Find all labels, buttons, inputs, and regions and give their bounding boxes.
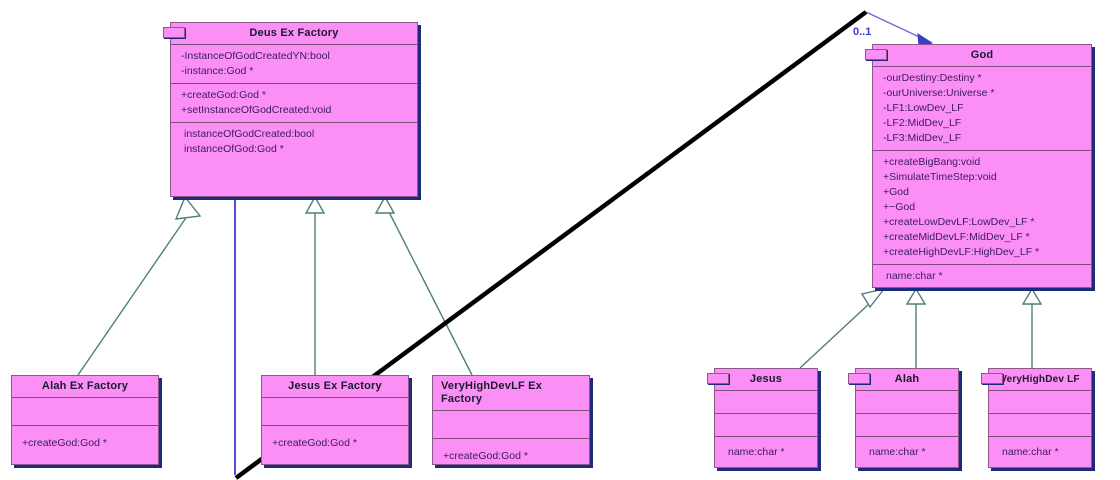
class-member-row: name:char * [886,270,943,282]
multiplicity-label-0-1: 0..1 [853,26,872,38]
class-section-operations: +createGod:God * [262,425,408,455]
class-member-row: name:char * [869,446,926,458]
class-section-operations: +createGod:God * [12,425,158,455]
class-title-god: God [970,49,994,61]
edge-veryhighdev-lf-to-god [1021,287,1043,368]
class-tab-icon [163,27,185,38]
class-member-row: +createMidDevLF:MidDev_LF * [883,231,1030,243]
class-section-operations: +createGod:God * +setInstanceOfGodCreate… [171,83,417,122]
uml-class-jesus-ex-factory[interactable]: Jesus Ex Factory +createGod:God * [261,375,409,465]
uml-class-alah-ex-factory[interactable]: Alah Ex Factory +createGod:God * [11,375,159,465]
class-member-row: -InstanceOfGodCreatedYN:bool [181,50,330,62]
class-member-row: +~God [883,201,916,213]
class-member-row: instanceOfGodCreated:bool [184,128,315,140]
class-member-row: +setInstanceOfGodCreated:void [181,104,332,116]
class-section-attributes [989,390,1091,413]
class-section-operations [856,413,958,436]
uml-class-deus-ex-factory[interactable]: Deus Ex Factory -InstanceOfGodCreatedYN:… [163,22,418,197]
class-member-row: instanceOfGod:God * [184,143,284,155]
class-section-properties: name:char * [989,436,1091,464]
class-section-properties: name:char * [873,264,1091,288]
class-member-row: name:char * [728,446,785,458]
class-section-attributes [262,397,408,425]
class-section-attributes [715,390,817,413]
class-section-attributes: -InstanceOfGodCreatedYN:bool -instance:G… [171,44,417,83]
class-section-operations [989,413,1091,436]
class-title-alah: Alah [894,373,920,385]
class-title-deus-ex-factory: Deus Ex Factory [249,27,339,39]
class-member-row: -LF1:LowDev_LF [883,102,964,114]
class-tab-icon [865,49,887,60]
class-member-row: +createGod:God * [181,89,266,101]
class-member-row: -LF3:MidDev_LF [883,132,962,144]
class-section-operations [715,413,817,436]
class-section-attributes [12,397,158,425]
class-tab-icon [707,373,729,384]
edge-alah-to-god [905,287,927,368]
edge-alah-factory-to-deus [77,195,202,376]
class-tab-icon [848,373,870,384]
class-section-operations: +createBigBang:void +SimulateTimeStep:vo… [873,150,1091,264]
class-section-properties: name:char * [715,436,817,464]
class-member-row: +createGod:God * [272,437,357,449]
uml-class-jesus[interactable]: Jesus name:char * [707,368,818,468]
class-member-row: +createHighDevLF:HighDev_LF * [883,246,1040,258]
class-member-row: name:char * [1002,446,1059,458]
uml-class-god[interactable]: God -ourDestiny:Destiny * -ourUniverse:U… [865,44,1092,288]
class-section-attributes: -ourDestiny:Destiny * -ourUniverse:Unive… [873,66,1091,150]
edge-jesus-factory-to-deus [304,195,326,375]
class-title-jesus: Jesus [749,373,783,385]
class-member-row: -ourDestiny:Destiny * [883,72,982,84]
uml-class-veryhighdev-lf[interactable]: VeryHighDev LF name:char * [981,368,1092,468]
class-title-veryhighdevlf-ex-factory: VeryHighDevLF Ex Factory [441,380,543,405]
uml-class-veryhighdevlf-ex-factory[interactable]: VeryHighDevLF Ex Factory +createGod:God … [432,375,590,465]
class-member-row: +createBigBang:void [883,156,981,168]
class-member-row: -ourUniverse:Universe * [883,87,995,99]
class-member-row: +createLowDevLF:LowDev_LF * [883,216,1035,228]
class-title-jesus-ex-factory: Jesus Ex Factory [288,380,382,392]
class-section-attributes [856,390,958,413]
class-section-attributes [433,410,589,438]
class-member-row: +God [883,186,909,198]
class-section-properties: name:char * [856,436,958,464]
class-section-properties: instanceOfGodCreated:bool instanceOfGod:… [171,122,417,161]
class-member-row: +createGod:God * [443,450,528,462]
class-member-row: +createGod:God * [22,437,107,449]
class-title-alah-ex-factory: Alah Ex Factory [41,380,129,392]
edge-jesus-to-god [799,287,886,369]
class-member-row: -LF2:MidDev_LF [883,117,962,129]
class-member-row: -instance:God * [181,65,254,77]
class-member-row: +SimulateTimeStep:void [883,171,997,183]
uml-class-alah[interactable]: Alah name:char * [848,368,959,468]
class-section-operations: +createGod:God * [433,438,589,468]
class-tab-icon [981,373,1003,384]
class-title-veryhighdev-lf: VeryHighDev LF [1000,374,1080,385]
edge-veryhighdevlf-factory-to-deus [374,195,473,376]
